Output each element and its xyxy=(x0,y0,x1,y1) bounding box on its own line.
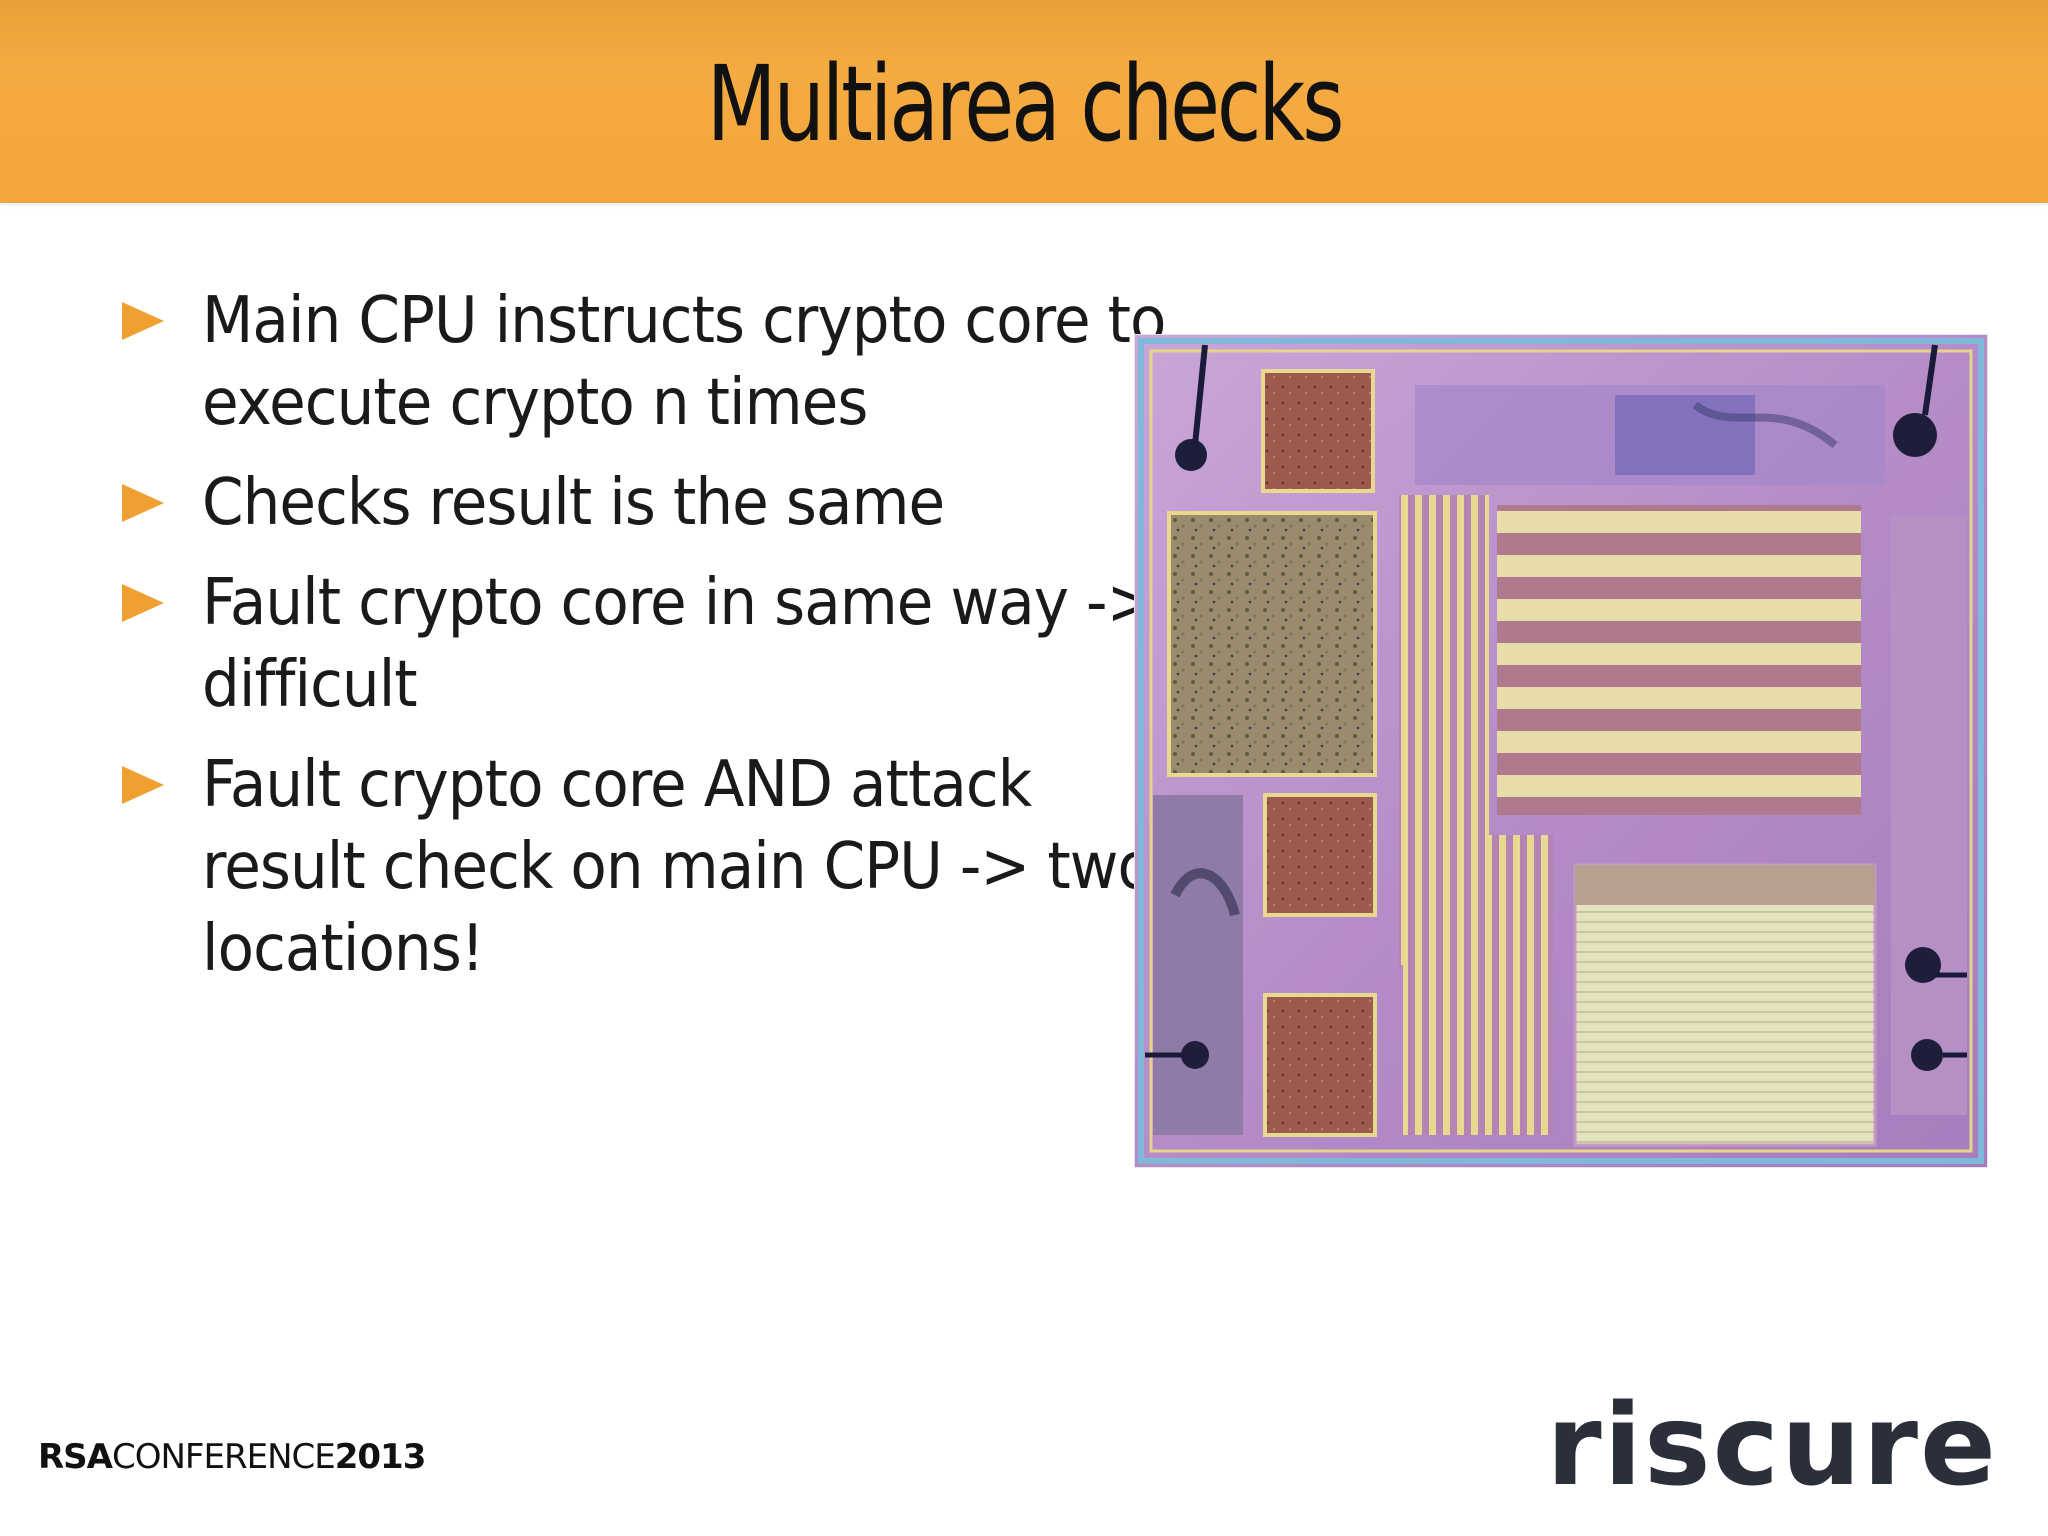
bullet-item: Fault crypto core AND attack result chec… xyxy=(118,744,1154,990)
slide-title: Multiarea checks xyxy=(706,42,1345,165)
bullet-text: Main CPU instructs crypto core to execut… xyxy=(202,284,1166,440)
bullet-arrow-icon xyxy=(122,484,164,522)
bullet-item: Fault crypto core in same way -> difficu… xyxy=(118,562,1156,726)
chip-die-photo xyxy=(1134,334,1988,1168)
riscure-logo: riscure xyxy=(1546,1381,1998,1511)
title-bar xyxy=(0,0,2048,203)
bullet-arrow-icon xyxy=(122,584,164,622)
rsa-text: RSA xyxy=(38,1437,113,1477)
year-text: 2013 xyxy=(334,1437,427,1477)
bullet-list: Main CPU instructs crypto core to execut… xyxy=(118,280,1166,1008)
bullet-item: Checks result is the same xyxy=(118,462,1098,544)
bullet-text: Fault crypto core in same way -> difficu… xyxy=(202,566,1156,722)
bullet-text: Fault crypto core AND attack result chec… xyxy=(202,748,1154,986)
bullet-item: Main CPU instructs crypto core to execut… xyxy=(118,280,1166,444)
bullet-text: Checks result is the same xyxy=(202,466,945,540)
conference-text: CONFERENCE xyxy=(111,1437,336,1477)
bullet-arrow-icon xyxy=(122,766,164,804)
bullet-arrow-icon xyxy=(122,302,164,340)
